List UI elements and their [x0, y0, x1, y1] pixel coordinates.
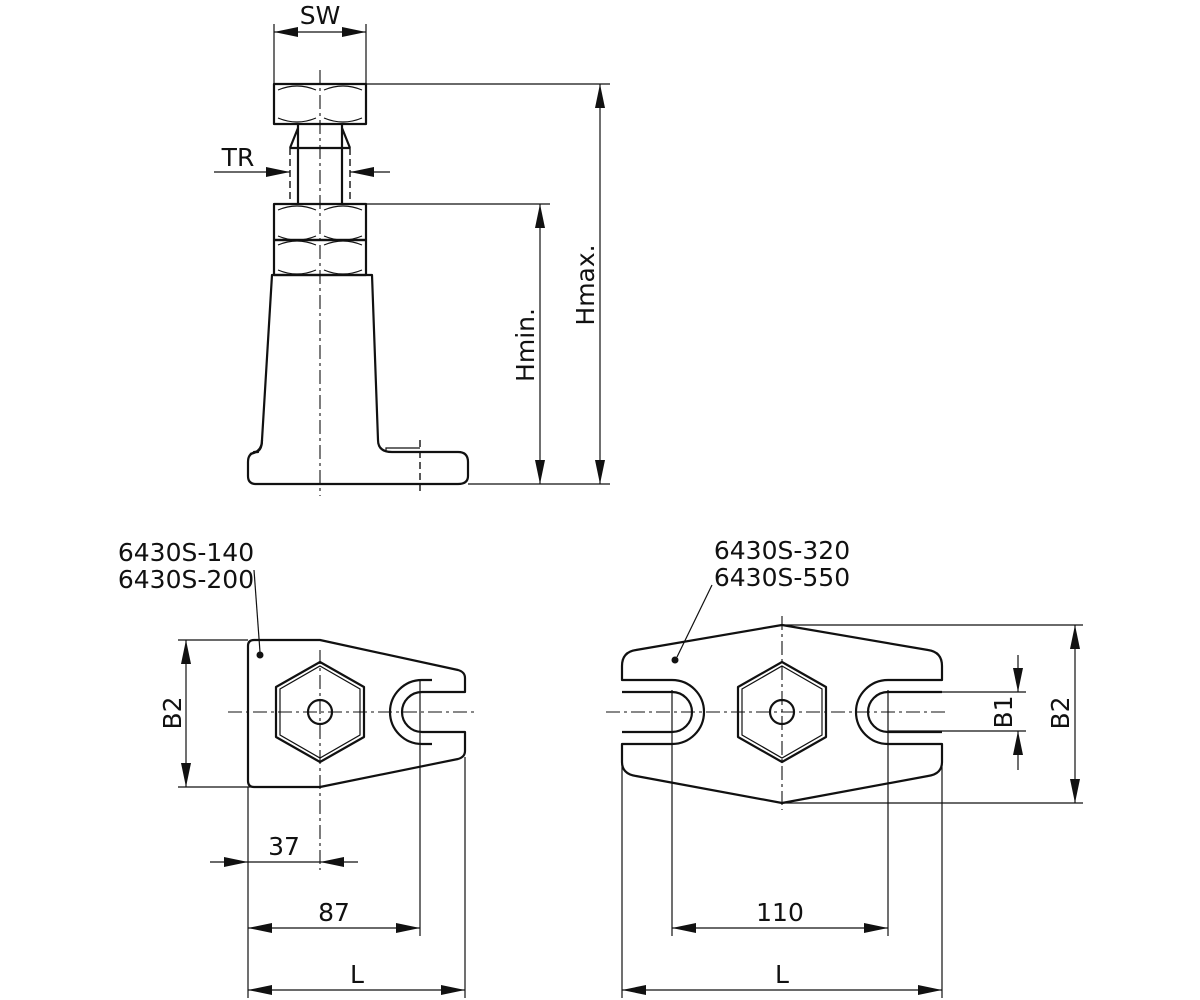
hmin-label: Hmin.: [511, 308, 540, 382]
model-label-320: 6430S-320: [714, 536, 850, 565]
model-label-550: 6430S-550: [714, 563, 850, 592]
dim-110-label: 110: [756, 898, 804, 927]
dim-l-label: L: [350, 960, 364, 989]
model-label-200: 6430S-200: [118, 565, 254, 594]
dim-87-label: 87: [318, 898, 350, 927]
model-label-140: 6430S-140: [118, 538, 254, 567]
side-view: SW TR Hmax. Hmin.: [214, 1, 610, 496]
b1-label: B1: [989, 695, 1018, 728]
tr-label: TR: [221, 143, 255, 172]
small-plate-outline: [246, 638, 467, 789]
dim-37-label: 37: [268, 832, 300, 861]
column-body: [246, 273, 470, 492]
large-plate-view: 6430S-320 6430S-550 B1 B2 110 L: [606, 536, 1083, 998]
hmax-label: Hmax.: [571, 244, 600, 325]
sw-label: SW: [300, 1, 341, 30]
b2-label: B2: [1046, 696, 1075, 729]
dim-l-label: L: [775, 960, 789, 989]
small-plate-view: 6430S-140 6430S-200 B2 37 87 L: [118, 538, 478, 998]
b2-label: B2: [158, 696, 187, 729]
